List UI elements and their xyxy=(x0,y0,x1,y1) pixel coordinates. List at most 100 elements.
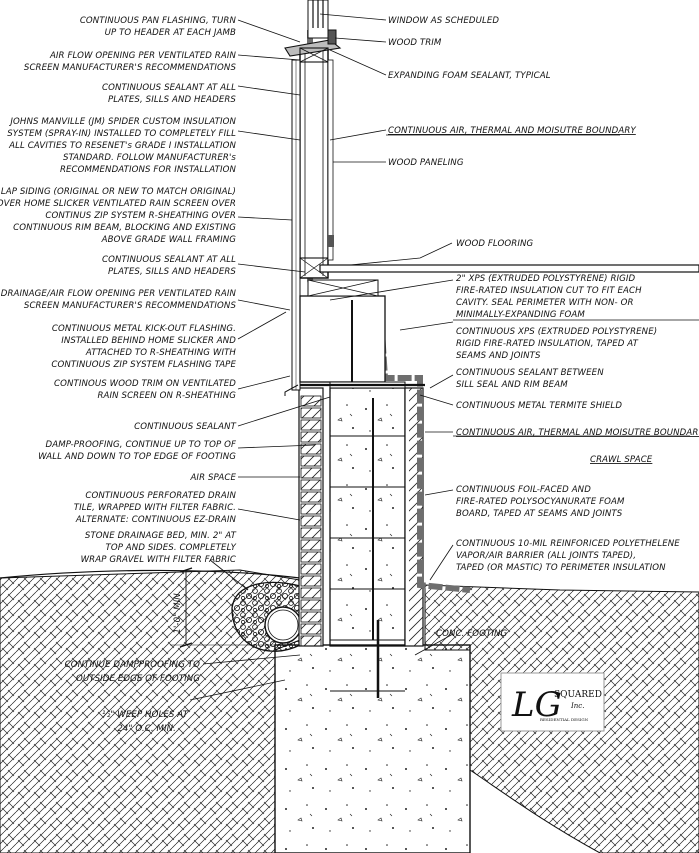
label-kick-out-4: CONTINUOUS ZIP SYSTEM FLASHING TAPE xyxy=(51,360,236,370)
label-continue-damp-2: OUTSIDE EDGE OF FOOTING xyxy=(76,674,200,684)
brick-course xyxy=(300,563,322,575)
brick-course xyxy=(300,503,322,515)
label-boundary-low: CONTINUOUS AIR, THERMAL AND MOISUTRE BOU… xyxy=(456,428,699,438)
callout-labels: WINDOW AS SCHEDULED WOOD TRIM EXPANDING … xyxy=(0,16,699,734)
brick-course xyxy=(300,491,322,503)
label-pan-flashing-1: CONTINUOUS PAN FLASHING, TURN xyxy=(80,16,237,26)
label-drainage-2: SCREEN MANUFACTURER'S RECOMMENDATIONS xyxy=(24,301,237,311)
label-insulation-2: SYSTEM (SPRAY-IN) INSTALLED TO COMPLETEL… xyxy=(7,129,236,139)
label-drainage-1: DRAINAGE/AIR FLOW OPENING PER VENTILATED… xyxy=(1,289,237,299)
floor-system xyxy=(284,264,699,396)
label-xps-rigid-4: MINIMALLY-EXPANDING FOAM xyxy=(456,310,585,320)
label-drain-tile-2: TILE, WRAPPED WITH FILTER FABRIC. xyxy=(74,503,236,513)
label-lap-siding-5: ABOVE GRADE WALL FRAMING xyxy=(101,235,237,245)
label-stone-bed-3: WRAP GRAVEL WITH FILTER FABRIC xyxy=(81,555,236,565)
label-xps-rigid-1: 2" XPS (EXTRUDED POLYSTYRENE) RIGID xyxy=(456,274,636,284)
label-vapor-barrier-3: TAPED (OR MASTIC) TO PERIMETER INSULATIO… xyxy=(456,563,666,573)
label-insulation-4: STANDARD. FOLLOW MANUFACTURER's xyxy=(63,153,236,163)
label-xps-cont-3: SEAMS AND JOINTS xyxy=(456,351,541,361)
label-insulation-1: JOHNS MANVILLE (JM) SPIDER CUSTOM INSULA… xyxy=(8,117,236,127)
label-conc-footing: CONC. FOOTING xyxy=(436,629,508,639)
label-foam-sealant: EXPANDING FOAM SEALANT, TYPICAL xyxy=(388,71,551,81)
label-wood-flooring: WOOD FLOORING xyxy=(456,239,534,249)
label-lap-siding-2: OVER HOME SLICKER VENTILATED RAIN SCREEN… xyxy=(0,199,236,209)
label-kick-out-2: INSTALLED BEHIND HOME SLICKER AND xyxy=(61,336,236,346)
label-foil-board-3: BOARD, TAPED AT SEAMS AND JOINTS xyxy=(456,509,623,519)
label-kick-out-3: ATTACHED TO R-SHEATHING WITH xyxy=(85,348,237,358)
brick-course xyxy=(300,455,322,467)
brick-course xyxy=(300,467,322,479)
drain-tile xyxy=(231,581,302,652)
logo-name: SQUARED xyxy=(554,690,602,700)
concrete-footing xyxy=(274,620,471,853)
label-damp-proofing-1: DAMP-PROOFING, CONTINUE UP TO TOP OF xyxy=(46,440,237,450)
label-weep-holes-1: ½" WEEP HOLES AT xyxy=(102,710,189,720)
label-lap-siding-4: CONTINUOUS RIM BEAM, BLOCKING AND EXISTI… xyxy=(13,223,236,233)
brick-course xyxy=(300,611,322,623)
label-vapor-barrier-1: CONTINUOUS 10-MIL REINFORICED POLYETHELE… xyxy=(456,539,680,549)
label-wood-trim-rain-2: RAIN SCREEN ON R-SHEATHING xyxy=(97,391,236,401)
label-xps-rigid-2: FIRE-RATED INSULATION CUT TO FIT EACH xyxy=(456,286,642,296)
brick-veneer xyxy=(298,387,324,647)
label-stone-bed-2: TOP AND SIDES. COMPLETELY xyxy=(105,543,236,553)
label-sill-sealant-2: SILL SEAL AND RIM BEAM xyxy=(456,380,568,390)
logo-tagline: RESIDENTIAL DESIGN xyxy=(540,717,589,722)
label-air-flow-2: SCREEN MANUFACTURER'S RECOMMENDATIONS xyxy=(24,63,237,73)
brick-course xyxy=(300,431,322,443)
label-lap-siding-1: LAP SIDING (ORIGINAL OR NEW TO MATCH ORI… xyxy=(1,187,236,197)
label-sealant-mid-1: CONTINUOUS SEALANT AT ALL xyxy=(102,255,236,265)
label-lap-siding-3: CONTINUS ZIP SYSTEM R-SHEATHING OVER xyxy=(45,211,236,221)
label-xps-cont-2: RIGID FIRE-RATED INSULATION, TAPED AT xyxy=(456,339,639,349)
label-sill-sealant-1: CONTINUOUS SEALANT BETWEEN xyxy=(456,368,604,378)
label-wood-trim: WOOD TRIM xyxy=(388,38,442,48)
block-foundation xyxy=(329,387,424,692)
company-logo: LG SQUARED Inc. RESIDENTIAL DESIGN xyxy=(500,672,605,732)
label-foil-board-2: FIRE-RATED POLYSOCYANURATE FOAM xyxy=(456,497,625,507)
label-wood-paneling: WOOD PANELING xyxy=(388,158,464,168)
label-termite: CONTINUOUS METAL TERMITE SHIELD xyxy=(456,401,622,411)
label-foil-board-1: CONTINUOUS FOIL-FACED AND xyxy=(456,485,591,495)
label-min-dim: 1'-0" MIN. xyxy=(173,590,183,633)
label-cont-sealant: CONTINUOUS SEALANT xyxy=(134,422,236,432)
brick-course xyxy=(300,419,322,431)
label-continue-damp-1: CONTINUE DAMPPROOFING TO xyxy=(65,660,200,670)
label-sealant-top-2: PLATES, SILLS AND HEADERS xyxy=(108,95,236,105)
brick-course xyxy=(300,443,322,455)
brick-course xyxy=(300,599,322,611)
logo-suffix: Inc. xyxy=(570,702,584,710)
label-insulation-5: RECOMMENDATIONS FOR INSTALLATION xyxy=(60,165,237,175)
label-sealant-mid-2: PLATES, SILLS AND HEADERS xyxy=(108,267,236,277)
brick-course xyxy=(300,587,322,599)
label-weep-holes-2: 24" O.C. MIN. xyxy=(117,724,176,734)
label-sealant-top-1: CONTINUOUS SEALANT AT ALL xyxy=(102,83,236,93)
brick-course xyxy=(300,395,322,407)
brick-course xyxy=(300,635,322,647)
label-air-flow-1: AIR FLOW OPENING PER VENTILATED RAIN xyxy=(49,51,237,61)
brick-course xyxy=(300,623,322,635)
label-damp-proofing-2: WALL AND DOWN TO TOP EDGE OF FOOTING xyxy=(38,452,236,462)
brick-course xyxy=(300,407,322,419)
label-air-space: AIR SPACE xyxy=(189,473,236,483)
label-window: WINDOW AS SCHEDULED xyxy=(388,16,499,26)
label-xps-cont-1: CONTINUOUS XPS (EXTRUDED POLYSTYRENE) xyxy=(456,327,657,337)
brick-course xyxy=(300,515,322,527)
label-drain-tile-3: ALTERNATE: CONTINUOUS EZ-DRAIN xyxy=(75,515,237,525)
label-drain-tile-1: CONTINUOUS PERFORATED DRAIN xyxy=(85,491,236,501)
brick-course xyxy=(300,575,322,587)
label-kick-out-1: CONTINUOUS METAL KICK-OUT FLASHING. xyxy=(52,324,236,334)
label-stone-bed-1: STONE DRAINAGE BED, MIN. 2" AT xyxy=(85,531,237,541)
label-vapor-barrier-2: VAPOR/AIR BARRIER (ALL JOINTS TAPED), xyxy=(456,551,636,561)
label-insulation-3: ALL CAVITIES TO RESENET's GRADE I INSTAL… xyxy=(8,141,236,151)
label-boundary-top: CONTINUOUS AIR, THERMAL AND MOISUTRE BOU… xyxy=(388,126,636,136)
dimension-1ft xyxy=(170,567,300,648)
brick-course xyxy=(300,527,322,539)
brick-course xyxy=(300,539,322,551)
brick-course xyxy=(300,551,322,563)
label-wood-trim-rain-1: CONTINOUS WOOD TRIM ON VENTILATED xyxy=(54,379,236,389)
leader-lines xyxy=(189,13,699,701)
brick-course xyxy=(300,479,322,491)
label-pan-flashing-2: UP TO HEADER AT EACH JAMB xyxy=(105,28,236,38)
label-xps-rigid-3: CAVITY. SEAL PERIMETER WITH NON- OR xyxy=(456,298,634,308)
logo-letters: LG xyxy=(511,685,562,725)
